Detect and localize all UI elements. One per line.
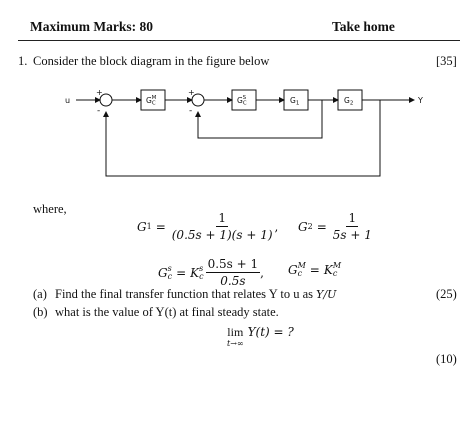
take-home-label: Take home: [332, 19, 395, 34]
gcm-label: GCM: [146, 95, 157, 107]
sum1-minus: -: [97, 106, 100, 116]
limit-sub: t→∞: [227, 339, 244, 348]
subpart-b-label: (b): [33, 305, 48, 319]
g1-denominator: (0.5s + 1)(s + 1): [171, 228, 273, 242]
question-number: 1.: [18, 54, 28, 68]
limit-expression: lim t→∞ Y(t) = ?: [227, 325, 294, 349]
subpart-b-text: what is the value of Y(t) at final stead…: [55, 305, 279, 319]
g1-numerator: 1: [216, 211, 228, 227]
g1-label: G1: [290, 96, 299, 107]
gcs-numerator: 0.5s + 1: [205, 257, 261, 273]
limit-expr: Y(t) = ?: [247, 325, 294, 339]
g2-label: G2: [344, 96, 353, 107]
input-label: u: [65, 96, 70, 105]
question-prompt: Consider the block diagram in the figure…: [33, 54, 270, 68]
limit-op: lim: [227, 325, 244, 339]
where-label: where,: [33, 202, 67, 216]
max-marks-label: Maximum Marks: 80: [30, 19, 153, 34]
sum1-plus: +: [96, 88, 103, 97]
inner-feedback-line: [195, 100, 323, 139]
g2-denominator: 5s + 1: [332, 228, 372, 242]
g2-numerator: 1: [346, 211, 359, 227]
subpart-a-label: (a): [33, 287, 47, 301]
subpart-a-text: Find the final transfer function that re…: [55, 287, 337, 301]
outer-feedback-line: [103, 100, 381, 177]
sum2-minus: -: [189, 106, 192, 116]
block-diagram: u Y + - + - GCM GCS G1 G2: [65, 88, 423, 177]
gcs-denominator: 0.5s: [220, 274, 246, 288]
subpart-b-marks: (10): [436, 352, 457, 366]
subpart-a-marks: (25): [436, 287, 457, 301]
output-label: Y: [417, 96, 423, 105]
gcs-label: GCS: [237, 95, 247, 107]
header-rule: [18, 40, 460, 41]
question-marks: [35]: [436, 54, 457, 68]
sum2-plus: +: [188, 88, 195, 97]
